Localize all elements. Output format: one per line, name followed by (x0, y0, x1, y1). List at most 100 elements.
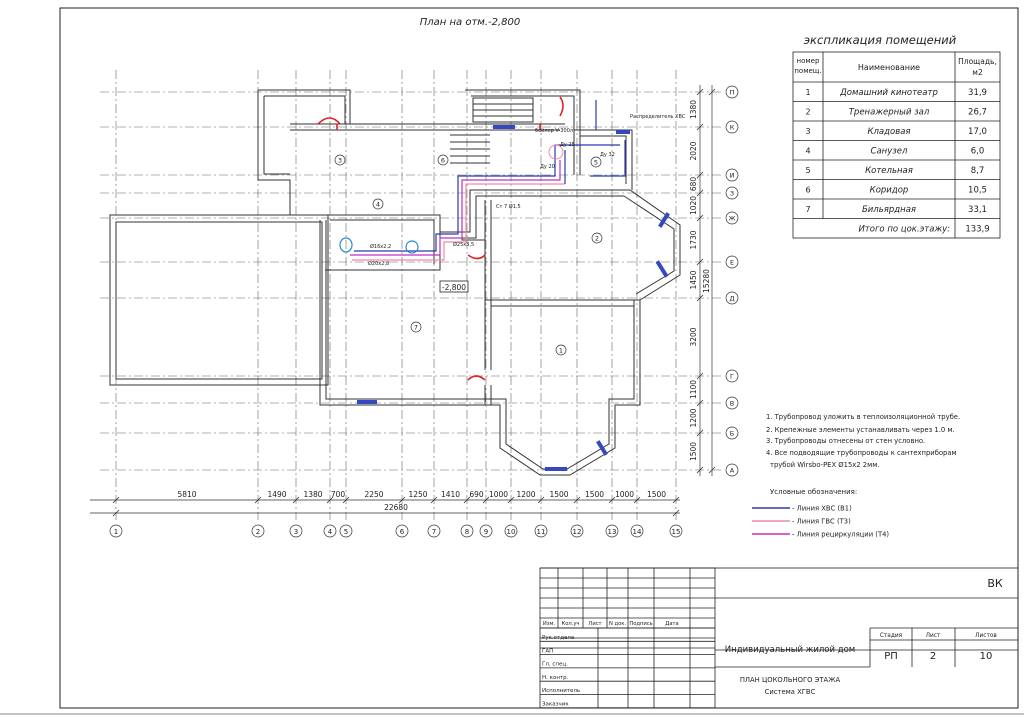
sheet-title: ПЛАН ЦОКОЛЬНОГО ЭТАЖА (740, 676, 841, 684)
table-cell: Санузел (871, 147, 908, 157)
axis-grid (100, 70, 724, 520)
dimension-value: 1500 (647, 490, 666, 499)
table-cell: 1 (805, 88, 810, 97)
stage-label: Стадия (880, 633, 902, 639)
pipe-label: Ду 25 (560, 142, 575, 148)
walls (109, 89, 681, 476)
axis-label: 9 (484, 528, 488, 536)
note-line: 2. Крепежные элементы устанавливать чере… (766, 426, 955, 434)
legend-title: Условные обозначения: (770, 488, 857, 496)
table-cell: 6 (805, 186, 810, 195)
room-bubble (591, 232, 603, 244)
axis-bubble (725, 291, 739, 305)
axis-bubble (725, 211, 739, 225)
axis-label: И (730, 172, 735, 180)
sheet-border (59, 7, 1019, 709)
sheet-label: Лист (926, 633, 941, 639)
axis-label: З (730, 190, 734, 198)
axis-bubble (339, 524, 353, 538)
room-number: 5 (594, 159, 598, 167)
level-mark-box (439, 280, 469, 293)
title-block-col: Подпись (629, 621, 652, 627)
axis-label: 13 (608, 528, 617, 536)
windows (357, 125, 670, 471)
axis-label: Ж (728, 215, 735, 223)
dimension-value: 1730 (689, 230, 698, 249)
note-line: трубой Wirsbo-PEX Ø15x2 2мм. (770, 461, 880, 469)
pipe-label: Распределитель ХВС (630, 114, 686, 120)
dimension-value: 700 (331, 490, 346, 499)
axis-bubble (725, 369, 739, 383)
table-cell: 33,1 (968, 205, 987, 215)
explication-title: экспликация помещений (804, 33, 957, 47)
table-cell: 8,7 (971, 166, 985, 176)
dimension-value: 1450 (689, 270, 698, 289)
table-header: м2 (972, 68, 983, 77)
dimension-value: 1380 (689, 100, 698, 119)
legend: - Линия ХВС (В1)- Линия ГВС (Т3)- Линия … (752, 505, 889, 539)
door-marks (317, 96, 564, 381)
room-number: 1 (559, 347, 563, 355)
note-line: 1. Трубопровод уложить в теплоизоляционн… (766, 413, 960, 421)
room-number: 4 (376, 201, 380, 209)
table-total-label: Итого по цок.этажу: (858, 225, 950, 235)
table-cell: 6,0 (971, 147, 985, 157)
table-cell: 4 (805, 147, 810, 156)
axis-bubble (725, 85, 739, 99)
doc-code: ВК (987, 577, 1003, 590)
axis-label: 5 (344, 528, 348, 536)
table-cell: 2 (805, 108, 810, 117)
room-bubble (334, 154, 346, 166)
title-block-col: Изм. (543, 621, 556, 627)
table-header: помещ. (794, 67, 821, 75)
axis-bubble (289, 524, 303, 538)
table-cell: 17,0 (968, 127, 987, 137)
axis-bubble (725, 426, 739, 440)
axis-bubble (725, 255, 739, 269)
title-block-role: Гл. спец. (542, 662, 568, 668)
dimension-value: 680 (689, 177, 698, 192)
pipelines (350, 100, 626, 261)
table-cell: Тренажерный зал (849, 108, 930, 118)
pipe-label-group: Ø16x2,2 Ø20x2,8 Ø25x3,5 Ст 7 Ø1,5 Ду 20 … (368, 114, 686, 267)
boiler-icon (548, 144, 564, 160)
dimension-value: 2020 (689, 141, 698, 160)
axis-bubble (725, 186, 739, 200)
dimension-value: 3200 (689, 327, 698, 346)
sheet-value: 2 (930, 651, 936, 662)
dimension-value: 1000 (489, 490, 508, 499)
dimension-value: 5810 (177, 490, 196, 499)
dimension-total: 15280 (702, 269, 711, 293)
dimension-value: 1490 (267, 490, 286, 499)
axis-bubble (504, 524, 518, 538)
room-number: 2 (595, 235, 599, 243)
table-cell: 31,9 (968, 88, 987, 98)
sheets-label: Листов (975, 633, 997, 639)
dimension-value: 1500 (689, 442, 698, 461)
title-block-role: Исполнитель (542, 688, 580, 694)
axis-label: 14 (633, 528, 642, 536)
level-mark: -2,800 (442, 283, 466, 292)
title-block-role: Н. контр. (542, 675, 569, 681)
table-cell: 7 (805, 205, 810, 214)
legend-label: - Линия ГВС (Т3) (792, 518, 851, 526)
axis-bubble (395, 524, 409, 538)
axis-bubble (570, 524, 584, 538)
axis-label: 6 (400, 528, 405, 536)
title-block-col: Дата (665, 621, 678, 627)
room-bubble (410, 321, 422, 333)
pipe-label: Ø20x2,8 (368, 260, 389, 267)
axis-label: 10 (507, 528, 516, 536)
axis-label: Д (729, 295, 734, 303)
sheets-value: 10 (980, 651, 993, 662)
pipe-label: бойлер V-300л (535, 127, 573, 134)
project-name: Индивидуальный жилой дом (725, 645, 855, 655)
axis-label: Г (730, 373, 734, 381)
axis-bubble (460, 524, 474, 538)
title-block-role: ГАП (542, 648, 553, 654)
dimension-value: 1020 (689, 196, 698, 215)
table-cell: Котельная (865, 166, 913, 176)
axis-bubble (109, 524, 123, 538)
note-line: 4. Все подводящие трубопроводы к сантехп… (766, 449, 957, 457)
